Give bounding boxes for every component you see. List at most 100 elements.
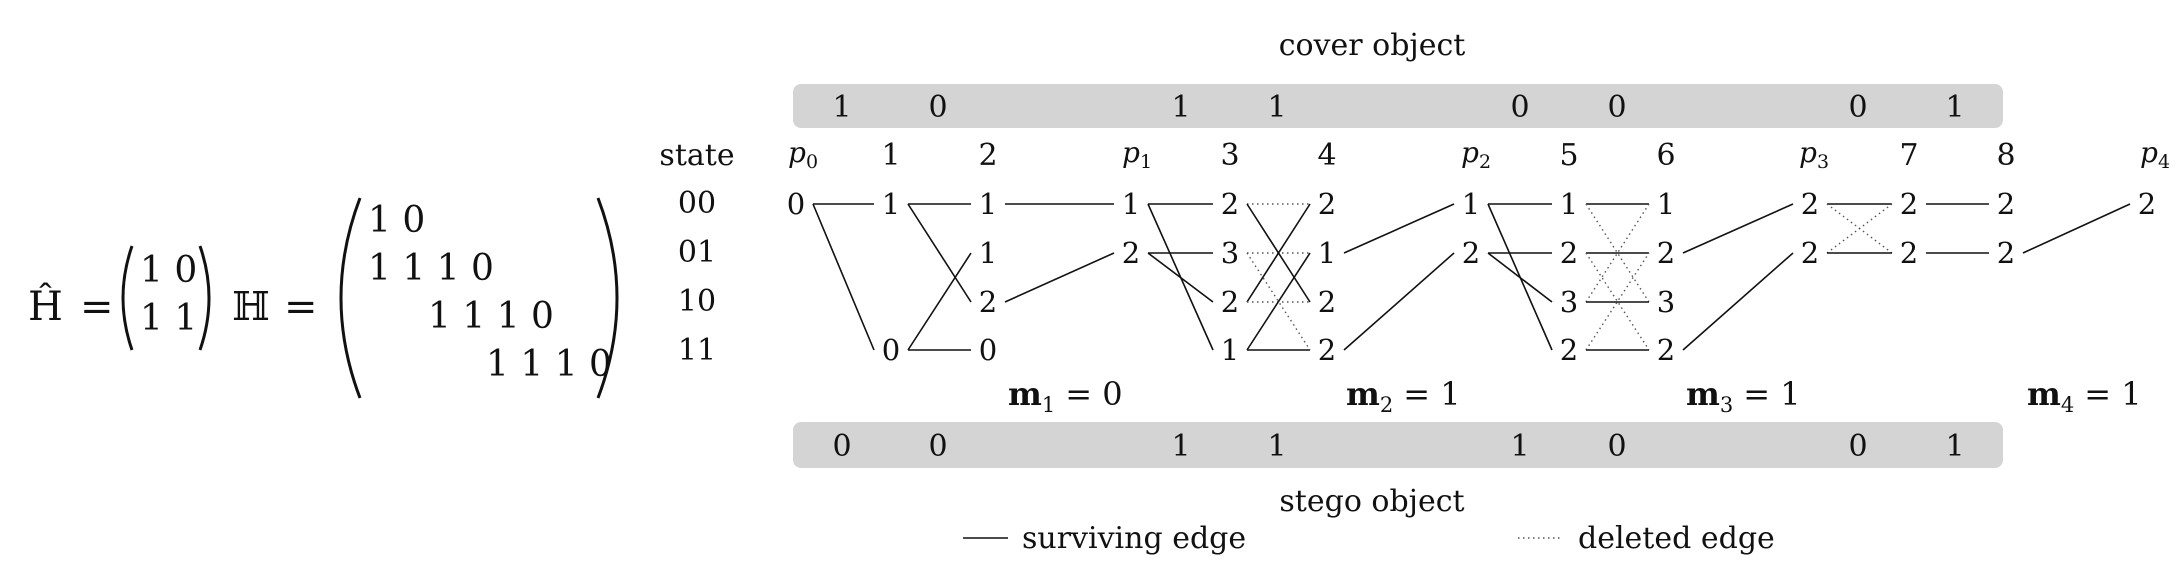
stego-bit-7: 0 <box>1848 429 1867 464</box>
state-label-10: 10 <box>678 284 716 319</box>
column-header-6: 6 <box>1656 138 1675 173</box>
trellis-node-p4-r0: 2 <box>2138 187 2156 221</box>
cover-bit-5: 0 <box>1510 90 1529 125</box>
legend: surviving edge deleted edge <box>963 521 1775 556</box>
cover-bit-1: 1 <box>832 90 851 125</box>
trellis-node-c8-r1: 2 <box>1997 236 2015 270</box>
stego-bit-8: 1 <box>1945 429 1964 464</box>
trellis-edge-solid-21 <box>1343 252 1455 351</box>
stego-bar <box>793 422 2003 468</box>
trellis-edge-solid-4 <box>907 252 972 351</box>
state-label-01: 01 <box>678 235 716 270</box>
stego-bit-2: 0 <box>928 429 947 464</box>
trellis-node-p3-r0: 2 <box>1801 187 1819 221</box>
trellis-node-p0-r0: 0 <box>787 187 805 221</box>
trellis-node-c5-r3: 2 <box>1560 333 1578 367</box>
trellis-edge-solid-1 <box>812 203 875 351</box>
cover-bit-7: 0 <box>1848 90 1867 125</box>
trellis-node-c3-r0: 2 <box>1221 187 1239 221</box>
cover-bit-3: 1 <box>1171 90 1190 125</box>
cover-object: cover object 1 0 1 1 0 0 0 1 <box>793 28 2003 128</box>
trellis-edge-solid-11 <box>1147 252 1214 303</box>
message-label-4: m4= 1 <box>2027 375 2142 417</box>
trellis-node-c2-r3: 0 <box>979 333 997 367</box>
column-headers: p0 p1 p2 p3 p4 1 2 3 4 5 6 7 8 <box>788 136 2170 173</box>
trellis-edge-solid-7 <box>1004 252 1115 303</box>
trellis-edge-solid-20 <box>1343 203 1455 254</box>
trellis-node-c4-r2: 2 <box>1318 285 1336 319</box>
trellis-node-c5-r0: 1 <box>1560 187 1578 221</box>
h-left-paren <box>339 197 362 399</box>
message-label-1: m1= 0 <box>1008 375 1123 417</box>
trellis-edge-dotted-29 <box>1585 252 1650 351</box>
state-labels: state 00 01 10 11 <box>659 138 734 368</box>
trellis-node-p2-r1: 2 <box>1462 236 1480 270</box>
trellis-edge-dotted-32 <box>1585 252 1650 351</box>
trellis-edges <box>812 203 2131 351</box>
trellis-edge-dotted-15 <box>1246 252 1311 351</box>
stego-bit-4: 1 <box>1267 429 1286 464</box>
column-header-p0: p0 <box>788 136 818 173</box>
trellis-edge-solid-16 <box>1246 203 1311 303</box>
hhat-row-1: 1 0 <box>140 250 197 291</box>
trellis-node-p3-r1: 2 <box>1801 236 1819 270</box>
column-header-2: 2 <box>978 138 997 173</box>
column-header-7: 7 <box>1899 138 1918 173</box>
trellis-node-c4-r0: 2 <box>1318 187 1336 221</box>
trellis-edge-solid-25 <box>1487 252 1553 303</box>
hhat-row-2: 1 1 <box>140 298 197 339</box>
legend-surviving-label: surviving edge <box>1022 521 1246 556</box>
column-header-1: 1 <box>881 138 900 173</box>
message-labels: m1= 0 m2= 1 m3= 1 m4= 1 <box>1008 375 2142 417</box>
h-row-2: 1 1 1 0 <box>368 248 494 289</box>
stego-title: stego object <box>1279 484 1464 519</box>
trellis-node-c1-r0: 1 <box>882 187 900 221</box>
hhat-right-paren <box>198 245 211 351</box>
cover-bit-4: 1 <box>1267 90 1286 125</box>
equals-sign-2: = <box>284 284 318 330</box>
trellis-node-c5-r2: 3 <box>1560 285 1578 319</box>
stego-bit-1: 0 <box>832 429 851 464</box>
trellis-node-p2-r0: 1 <box>1462 187 1480 221</box>
trellis-node-c2-r0: 1 <box>979 187 997 221</box>
message-label-3: m3= 1 <box>1686 375 1801 417</box>
stego-bit-6: 0 <box>1607 429 1626 464</box>
column-header-p3: p3 <box>1799 136 1829 173</box>
trellis-node-c5-r1: 2 <box>1560 236 1578 270</box>
equals-sign-1: = <box>80 284 114 330</box>
column-header-p1: p1 <box>1122 136 1152 173</box>
trellis-edge-dotted-38 <box>1826 203 1893 254</box>
cover-bit-2: 0 <box>928 90 947 125</box>
state-header: state <box>659 138 734 173</box>
trellis-node-c6-r2: 3 <box>1657 285 1675 319</box>
trellis-node-c1-r3: 0 <box>882 333 900 367</box>
stego-bit-3: 1 <box>1171 429 1190 464</box>
trellis-edge-solid-18 <box>1246 252 1311 351</box>
column-header-3: 3 <box>1220 138 1239 173</box>
trellis-edge-solid-35 <box>1682 252 1794 351</box>
trellis-node-c8-r0: 2 <box>1997 187 2015 221</box>
column-header-4: 4 <box>1317 138 1336 173</box>
trellis-node-c4-r1: 1 <box>1318 236 1336 270</box>
cover-title: cover object <box>1279 28 1466 63</box>
stego-bit-5: 1 <box>1510 429 1529 464</box>
trellis-node-c2-r1: 1 <box>979 236 997 270</box>
h-row-3: 1 1 1 0 <box>428 296 554 337</box>
matrix-equation: Ĥ = 1 0 1 1 ℍ = 1 0 1 1 1 0 1 1 1 0 1 1 … <box>28 197 619 399</box>
trellis-node-p1-r0: 1 <box>1122 187 1140 221</box>
column-header-p4: p4 <box>2140 136 2170 173</box>
h-right-paren <box>596 197 619 399</box>
hhat-left-paren <box>121 245 134 351</box>
column-header-5: 5 <box>1559 138 1578 173</box>
trellis-node-c6-r1: 2 <box>1657 236 1675 270</box>
trellis-edge-solid-34 <box>1682 203 1794 254</box>
cover-bar <box>793 84 2003 128</box>
cover-bit-6: 0 <box>1607 90 1626 125</box>
trellis-edge-solid-42 <box>2022 203 2131 254</box>
hhat-symbol: Ĥ <box>28 283 63 330</box>
state-label-00: 00 <box>678 186 716 221</box>
trellis-edge-solid-3 <box>907 203 972 303</box>
stego-object: 0 0 1 1 1 0 0 1 stego object <box>793 422 2003 519</box>
h-row-1: 1 0 <box>368 200 425 241</box>
